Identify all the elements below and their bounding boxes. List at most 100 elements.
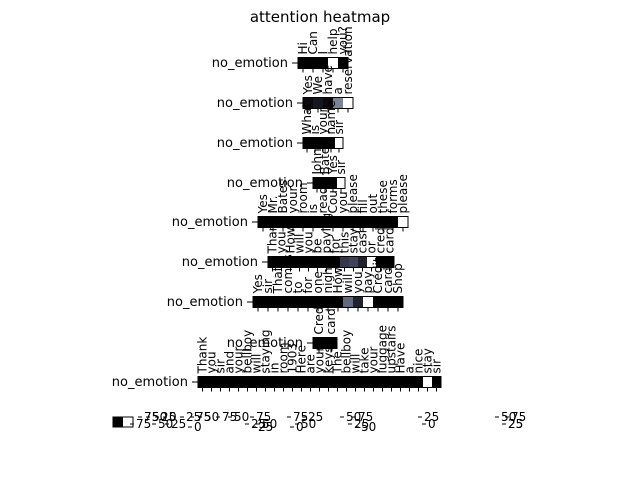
heatmap-cell — [329, 177, 337, 189]
heatmap-cell — [393, 296, 403, 308]
heatmap-cell — [328, 216, 338, 228]
token-label: upstairs — [385, 325, 399, 373]
token-label: you — [205, 351, 219, 373]
token-label: card — [383, 227, 397, 253]
heatmap-cell — [234, 376, 243, 388]
colorbar-tick-label: 75 — [196, 410, 211, 424]
token-label: luggage — [376, 325, 390, 374]
token-label: paying — [320, 213, 334, 254]
heatmap-row: no_emotionThankyouHowwillyoubepayingfort… — [182, 213, 397, 272]
colorbar-tick-label: 50 — [262, 417, 277, 431]
heatmap-cell — [298, 57, 308, 69]
token-label: stay — [421, 348, 435, 373]
row-label: no_emotion — [227, 176, 303, 191]
token-label: a — [331, 87, 345, 94]
token-label: pay — [361, 271, 375, 293]
token-label: sir — [261, 279, 275, 294]
heatmap-cell — [279, 376, 288, 388]
heatmap-cell — [283, 296, 293, 308]
token-label: Yes — [301, 75, 315, 95]
heatmap-cell — [360, 376, 369, 388]
heatmap-cell — [432, 376, 441, 388]
heatmap-cell — [277, 256, 286, 268]
row-label: no_emotion — [212, 56, 288, 71]
colorbar-tick-label: 25 — [424, 410, 439, 424]
heatmap-cell — [303, 97, 313, 109]
token-label: The — [331, 351, 345, 374]
heatmap-cell — [335, 137, 343, 149]
heatmap-cell — [323, 296, 333, 308]
token-label: room — [296, 182, 310, 213]
token-label: sir — [214, 359, 228, 374]
row-label: no_emotion — [182, 255, 258, 270]
token-label: nice — [412, 349, 426, 374]
heatmap-cell — [383, 296, 393, 308]
heatmap-cell — [263, 296, 273, 308]
token-label: will — [341, 274, 355, 294]
token-label: are — [304, 354, 318, 373]
colorbar-tick-label: 75 — [136, 417, 151, 431]
colorbar-tick-label: 50 — [234, 410, 249, 424]
heatmap-cell — [324, 376, 333, 388]
token-label: Credit — [371, 257, 385, 293]
heatmap-cell — [343, 296, 353, 308]
heatmap-cell — [313, 177, 321, 189]
token-label: stay — [347, 228, 361, 253]
token-label: forms — [386, 179, 400, 213]
heatmap-cell — [198, 376, 207, 388]
token-label: your — [367, 346, 381, 373]
heatmap-cell — [308, 216, 318, 228]
colorbar-tick-label: 0 — [428, 417, 436, 431]
heatmap-cell — [268, 256, 277, 268]
colorbar-tick-label: 0 — [296, 420, 304, 434]
heatmap-cell — [369, 376, 378, 388]
heatmap-cell — [331, 256, 340, 268]
token-label: reservation — [341, 26, 355, 94]
heatmap-cell — [298, 216, 308, 228]
heatmap-cell — [396, 376, 405, 388]
heatmap-cell — [323, 97, 333, 109]
token-label: keys — [322, 346, 336, 373]
colorbar-tick-label: 50 — [152, 410, 167, 424]
heatmap-cell — [333, 296, 343, 308]
token-label: Can — [306, 31, 320, 54]
heatmap-cell — [253, 296, 263, 308]
token-label: room — [277, 342, 291, 373]
token-label: these — [376, 180, 390, 213]
heatmap-cell — [378, 376, 387, 388]
row-frame — [197, 376, 442, 388]
token-label: Here — [295, 345, 309, 373]
token-label: for — [329, 237, 343, 254]
token-label: please — [346, 174, 360, 213]
heatmap-cell — [378, 216, 388, 228]
heatmap-cell — [342, 376, 351, 388]
token-label: your — [316, 107, 330, 134]
row-label: no_emotion — [227, 336, 303, 351]
token-label: be — [311, 239, 325, 254]
heatmap-cell — [268, 216, 278, 228]
token-label: have — [321, 65, 335, 94]
heatmap-cell — [318, 57, 328, 69]
heatmap-rows: no_emotionHiCanIhelpyou?no_emotionYesWeh… — [112, 26, 444, 392]
heatmap-cell — [258, 216, 268, 228]
row-frame — [257, 216, 409, 228]
row-frame — [297, 57, 349, 69]
token-label: John — [310, 148, 324, 175]
heatmap-cell — [303, 137, 311, 149]
heatmap-cell — [387, 376, 396, 388]
colorbar-tick-label: 25 — [161, 410, 176, 424]
token-label: will — [250, 354, 264, 374]
token-label: That — [271, 266, 285, 294]
heatmap-cell — [286, 256, 295, 268]
token-label: Yes — [256, 194, 270, 214]
token-label: or — [365, 241, 379, 253]
colorbar-tick-label: 50 — [361, 420, 376, 434]
token-label: Credit — [312, 298, 326, 334]
heatmap-cell — [328, 57, 338, 69]
heatmap-cell — [293, 296, 303, 308]
row-label: no_emotion — [112, 375, 188, 390]
colorbar-tick-label: 50 — [204, 410, 219, 424]
